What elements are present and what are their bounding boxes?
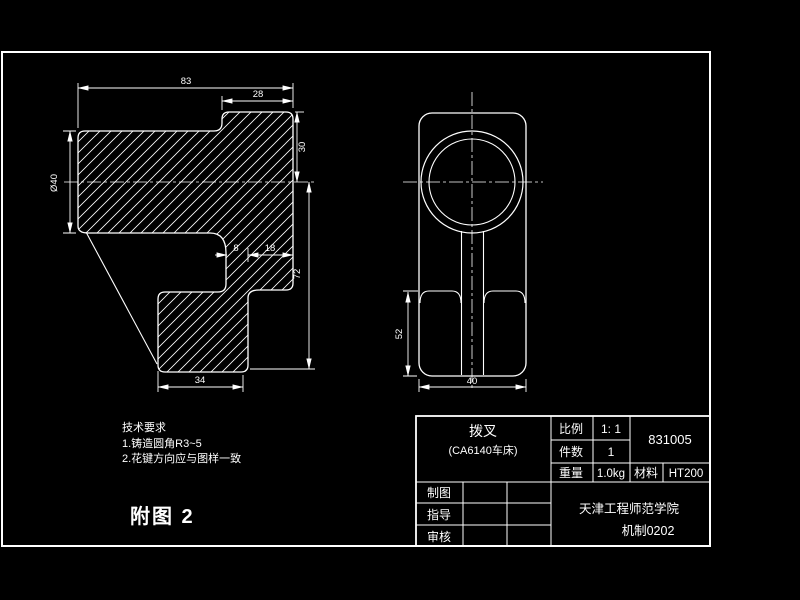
sloped-web-edge [85, 231, 158, 365]
dim-height-lower: 72 [292, 269, 303, 280]
dim-base-width: 34 [195, 375, 206, 386]
part-name: 拨叉 [469, 423, 497, 439]
title-block: 拨叉 (CA6140车床) 比例 1: 1 件数 1 重量 1.0kg 材料 H… [415, 415, 711, 547]
side-dimensions: 52 40 [394, 290, 527, 392]
drafter-label: 制图 [427, 486, 451, 500]
title-block-border [415, 415, 711, 547]
reviewer-label: 审核 [427, 529, 451, 544]
advisor-label: 指导 [427, 507, 451, 522]
material-label: 材料 [634, 466, 658, 480]
figure-caption: 附图 2 [130, 504, 195, 528]
front-section-view [64, 111, 316, 373]
scale-value: 1: 1 [601, 422, 621, 436]
weight-value: 1.0kg [597, 468, 625, 480]
dim-foot-height: 52 [394, 329, 405, 340]
weight-label: 重量 [559, 466, 583, 480]
side-outline [418, 112, 527, 377]
dim-side-base-width: 40 [467, 376, 478, 387]
foot-right-edge [483, 290, 526, 304]
quantity-label: 件数 [559, 444, 583, 459]
notes-title: 技术要求 [122, 421, 166, 434]
dim-arm-width: 18 [265, 243, 276, 254]
side-view [403, 92, 543, 390]
drawing-number: 831005 [648, 432, 691, 447]
dim-notch-width: 8 [233, 243, 238, 254]
foot-left-edge [419, 290, 462, 304]
notes-item-1: 1.铸造圆角R3~5 [122, 436, 202, 450]
class-id: 机制0202 [622, 524, 675, 538]
part-model: (CA6140车床) [448, 443, 517, 457]
quantity-value: 1 [608, 445, 615, 459]
part-outline-front [77, 111, 294, 373]
notes-item-2: 2.花键方向应与图样一致 [122, 451, 241, 465]
technical-notes: 技术要求 1.铸造圆角R3~5 2.花键方向应与图样一致 附图 2 [122, 421, 241, 528]
dim-bore-diameter: Ø40 [49, 174, 60, 192]
title-block-grid [416, 416, 710, 546]
dim-height-step: 30 [297, 142, 308, 153]
dim-width-total: 83 [181, 76, 192, 87]
front-dimensions: 83 28 Ø40 30 72 8 18 34 [49, 76, 315, 392]
drawing-frame [1, 51, 711, 547]
institution-name: 天津工程师范学院 [579, 501, 680, 516]
material-value: HT200 [669, 468, 704, 480]
dim-width-step: 28 [253, 89, 264, 100]
scale-label: 比例 [559, 422, 583, 436]
